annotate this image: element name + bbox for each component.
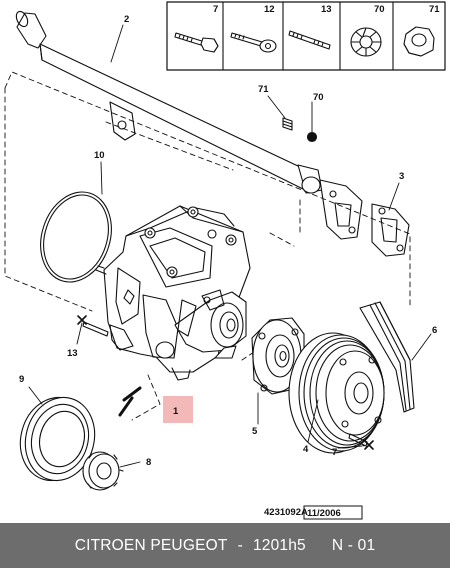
drawing-date: 11/2006 — [307, 508, 341, 519]
callout-1: 1 — [173, 406, 179, 417]
o-ring-10 — [40, 191, 112, 283]
callout-71: 71 — [258, 84, 269, 95]
footer-part-number: 1201h5 — [252, 536, 306, 554]
callout-13: 13 — [67, 348, 78, 359]
belt-6 — [359, 301, 415, 413]
plug-71 — [282, 117, 293, 131]
part-1-highlight — [163, 396, 193, 423]
hub-5 — [251, 317, 305, 395]
legend-header-7: 7 — [213, 4, 218, 15]
water-pump-housing — [95, 205, 251, 381]
footer-dash: - — [237, 536, 243, 554]
drawing-date-box — [303, 505, 363, 520]
legend-header-13: 13 — [321, 4, 332, 15]
legend-header-71: 71 — [429, 4, 440, 15]
callout-9: 9 — [19, 374, 24, 385]
screw-13 — [77, 315, 109, 337]
callout-3: 3 — [399, 171, 404, 182]
exploded-parts-diagram: 1 2 3 4 5 6 7 8 9 10 13 70 71 7 12 13 70… — [4, 1, 446, 520]
part-info-footer: CITROEN PEUGEOT - 1201h5 N - 01 — [0, 523, 450, 568]
callout-70: 70 — [313, 92, 324, 103]
bolt-12-icon — [230, 32, 277, 53]
legend-header-12: 12 — [264, 4, 275, 15]
drawing-reference: 4231092A — [264, 507, 308, 518]
bearing-8 — [82, 451, 124, 491]
callout-6: 6 — [432, 325, 437, 336]
callout-8: 8 — [146, 457, 151, 468]
bolt-7-icon — [174, 32, 219, 53]
callout-2: 2 — [124, 14, 129, 25]
nut-71-icon — [403, 26, 435, 57]
gasket-3 — [371, 203, 410, 257]
leader-lines — [28, 24, 432, 468]
callouts: 1 2 3 4 5 6 7 8 9 10 13 70 71 7 12 13 70… — [19, 4, 440, 468]
oil-seal-9 — [19, 396, 96, 482]
callout-4: 4 — [303, 444, 309, 455]
legend-header-70: 70 — [374, 4, 385, 15]
ball-70 — [306, 131, 318, 143]
hardware-legend — [166, 1, 446, 71]
footer-position: N - 01 — [331, 536, 376, 554]
washer-70-icon — [350, 27, 382, 57]
callout-5: 5 — [252, 426, 258, 437]
pulley-4 — [288, 332, 385, 454]
screw-7 — [348, 433, 374, 450]
callout-10: 10 — [94, 150, 105, 161]
footer-brand: CITROEN PEUGEOT — [74, 536, 228, 554]
stud-13-icon — [288, 30, 331, 50]
callout-7: 7 — [332, 447, 337, 458]
coolant-pipe — [15, 10, 363, 240]
